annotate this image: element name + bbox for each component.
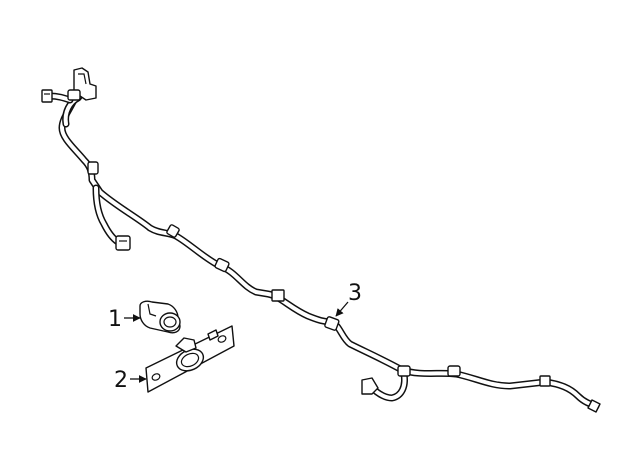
harness-top-connector — [67, 67, 97, 101]
callout-2-label: 2 — [114, 368, 128, 393]
callout-1: 1 — [108, 307, 141, 332]
callout-3: 3 — [335, 281, 362, 317]
wiring-harness — [41, 67, 601, 413]
callout-3-label: 3 — [348, 281, 362, 306]
harness-lower-left-connector — [115, 235, 131, 251]
harness-end-plug — [587, 399, 601, 413]
harness-clip — [87, 161, 551, 387]
callout-1-label: 1 — [108, 307, 122, 332]
harness-left-connector — [41, 89, 53, 103]
parking-sensor — [139, 300, 181, 334]
harness-bottom-connector — [361, 377, 379, 395]
callout-2: 2 — [114, 368, 147, 393]
sensor-bracket — [145, 325, 235, 393]
